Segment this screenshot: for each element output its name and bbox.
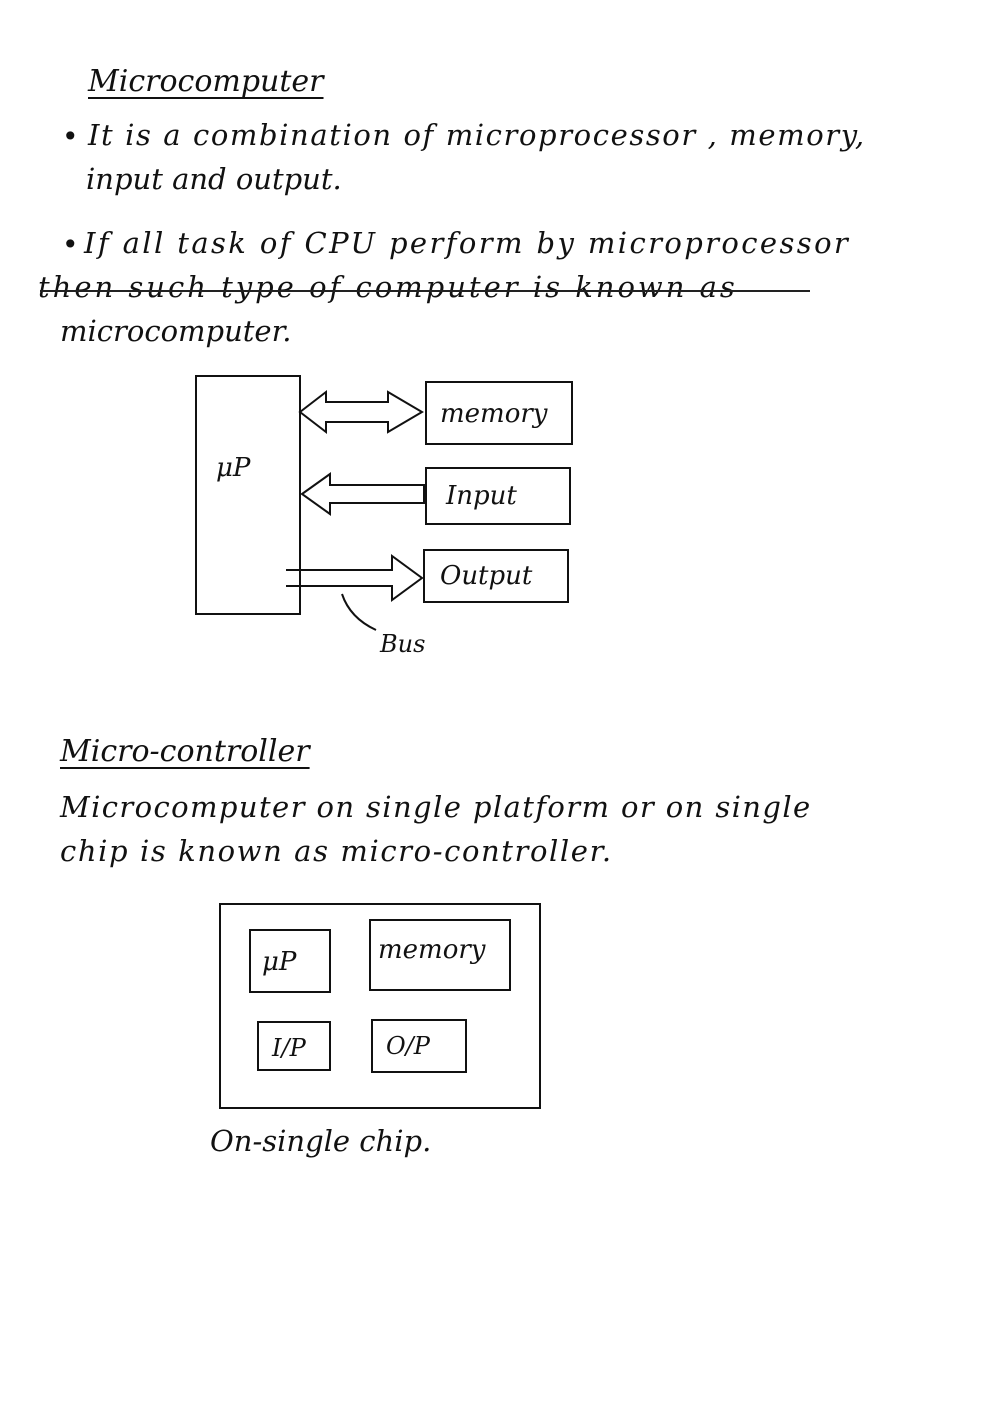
chip-memory-label: memory — [378, 935, 486, 965]
microcontroller-heading: Micro-controller — [60, 734, 310, 769]
chip-memory-block — [369, 919, 511, 991]
input-arrow — [300, 472, 425, 516]
chip-processor-block — [249, 929, 331, 993]
output-arrow — [286, 554, 424, 602]
memory-label: memory — [440, 399, 548, 429]
strikethrough-line — [40, 290, 810, 292]
bullet1-line1: It is a combination of microprocessor , … — [88, 118, 866, 152]
bidirectional-arrow — [298, 389, 424, 435]
bullet-dot-2: • — [62, 228, 79, 261]
memory-block — [425, 381, 573, 445]
microcontroller-line2: chip is known as micro-controller. — [60, 834, 613, 868]
bus-label: Bus — [379, 630, 425, 658]
processor-block — [195, 375, 301, 615]
bullet2-line1: If all task of CPU perform by microproce… — [84, 226, 851, 260]
output-block — [423, 549, 569, 603]
microcontroller-line1: Microcomputer on single platform or on s… — [60, 790, 812, 824]
chip-outline — [219, 903, 541, 1109]
bullet-dot-1: • — [62, 120, 79, 153]
chip-processor-label: μP — [262, 947, 297, 977]
chip-output-block — [371, 1019, 467, 1073]
output-label: Output — [440, 561, 533, 591]
bullet2-line2: then such type of computer is known as — [38, 270, 738, 304]
chip-input-block — [257, 1021, 331, 1071]
bullet1-line2: input and output. — [86, 162, 342, 196]
microcomputer-heading: Microcomputer — [88, 64, 324, 99]
chip-input-label: I/P — [271, 1034, 307, 1062]
bullet2-line3: microcomputer. — [60, 314, 292, 348]
input-block — [425, 467, 571, 525]
processor-label: μP — [216, 453, 251, 483]
input-label: Input — [445, 481, 517, 511]
bus-pointer — [341, 593, 377, 631]
chip-output-label: O/P — [386, 1032, 431, 1060]
chip-caption: On-single chip. — [210, 1124, 432, 1158]
